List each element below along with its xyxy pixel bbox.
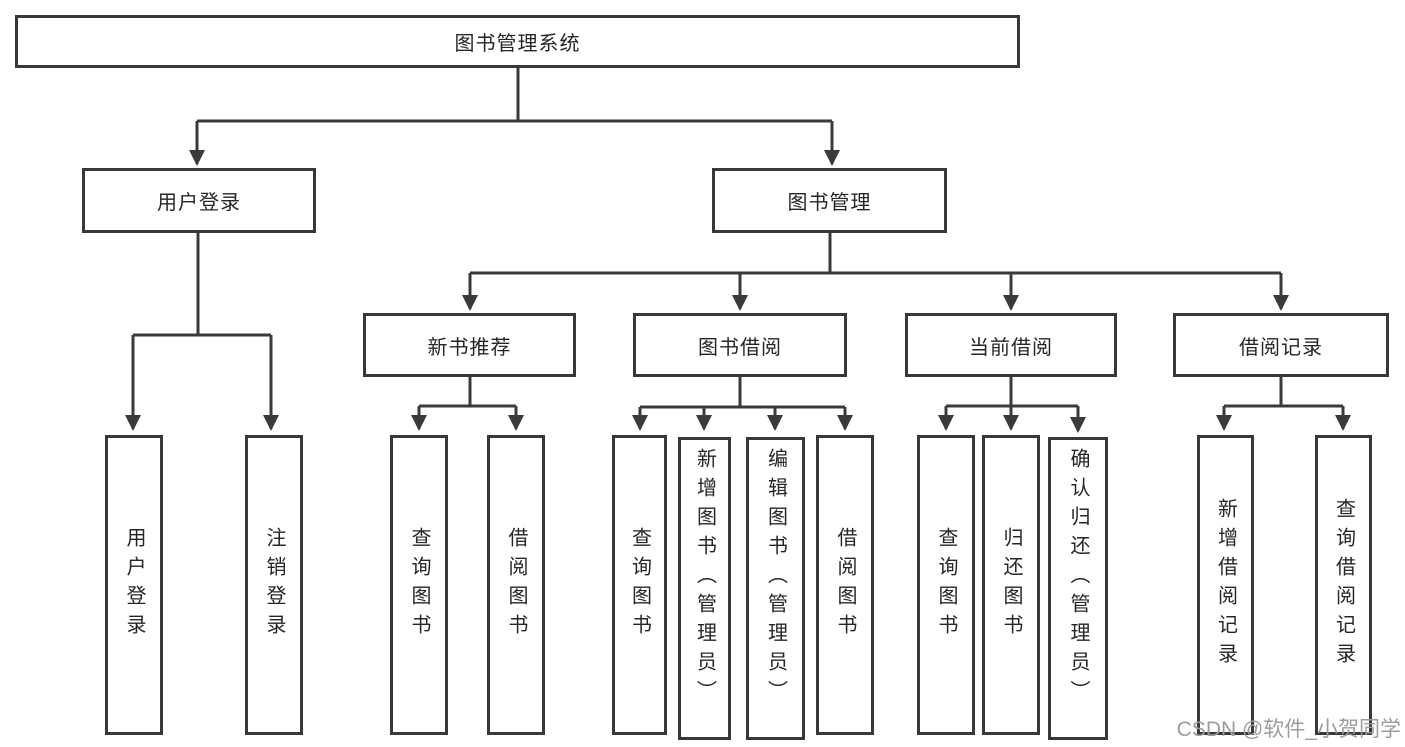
leaf-br-add-record: 新增借阅记录 (1197, 435, 1254, 735)
leaf-nb-query-books-label: 查询图书 (408, 527, 430, 643)
connector-current-borrow-children (938, 377, 1086, 433)
leaf-cb-return-books-label: 归还图书 (1000, 527, 1022, 643)
node-current-borrow-label: 当前借阅 (969, 336, 1053, 359)
leaf-logout-label: 注销登录 (263, 527, 285, 643)
node-book-management: 图书管理 (712, 168, 947, 233)
leaf-cb-confirm-return-admin: 确认归还（管理员） (1048, 437, 1108, 740)
leaf-cb-query-books-label: 查询图书 (935, 527, 957, 643)
leaf-cb-confirm-return-admin-label: 确认归还（管理员） (1067, 448, 1089, 709)
connector-book-borrow-children (632, 377, 853, 431)
leaf-logout: 注销登录 (245, 435, 303, 735)
node-new-book-recommend-label: 新书推荐 (427, 336, 512, 359)
connector-new-books-children (411, 377, 524, 431)
leaf-bb-query-books: 查询图书 (612, 435, 667, 735)
leaf-cb-query-books: 查询图书 (917, 435, 975, 735)
leaf-cb-return-books: 归还图书 (982, 435, 1040, 735)
leaf-br-query-record-label: 查询借阅记录 (1332, 498, 1355, 672)
leaf-br-query-record: 查询借阅记录 (1315, 435, 1372, 735)
leaf-user-login-label: 用户登录 (123, 527, 145, 643)
csdn-watermark: CSDN @软件_小贺同学 (1176, 718, 1401, 741)
node-library-management-system-label: 图书管理系统 (454, 33, 581, 55)
leaf-user-login: 用户登录 (105, 435, 163, 735)
node-borrow-records-label: 借阅记录 (1239, 336, 1323, 359)
node-book-borrow-label: 图书借阅 (698, 336, 782, 359)
connector-root-to-level2 (189, 68, 840, 166)
leaf-br-add-record-label: 新增借阅记录 (1214, 498, 1237, 672)
leaf-bb-edit-books-admin-label: 编辑图书（管理员） (764, 448, 787, 709)
leaf-bb-add-books-admin-label: 新增图书（管理员） (693, 448, 716, 709)
connector-user-login-children (125, 233, 279, 431)
connector-borrow-records-children (1216, 377, 1351, 431)
node-borrow-records: 借阅记录 (1173, 313, 1389, 377)
node-user-login: 用户登录 (82, 168, 316, 233)
leaf-nb-borrow-books-label: 借阅图书 (505, 527, 527, 643)
leaf-bb-borrow-books: 借阅图书 (816, 435, 874, 735)
node-user-login-label: 用户登录 (157, 192, 241, 214)
leaf-bb-borrow-books-label: 借阅图书 (834, 527, 856, 643)
leaf-nb-query-books: 查询图书 (390, 435, 448, 735)
node-book-borrow: 图书借阅 (633, 313, 847, 377)
leaf-bb-query-books-label: 查询图书 (628, 527, 651, 643)
node-library-management-system: 图书管理系统 (15, 15, 1020, 68)
leaf-nb-borrow-books: 借阅图书 (487, 435, 545, 735)
connector-book-mgmt-to-level3 (462, 233, 1289, 311)
leaf-bb-add-books-admin: 新增图书（管理员） (678, 437, 731, 740)
leaf-bb-edit-books-admin: 编辑图书（管理员） (746, 437, 805, 740)
node-current-borrow: 当前借阅 (905, 313, 1117, 377)
node-book-management-label: 图书管理 (787, 192, 872, 214)
node-new-book-recommend: 新书推荐 (363, 313, 576, 377)
